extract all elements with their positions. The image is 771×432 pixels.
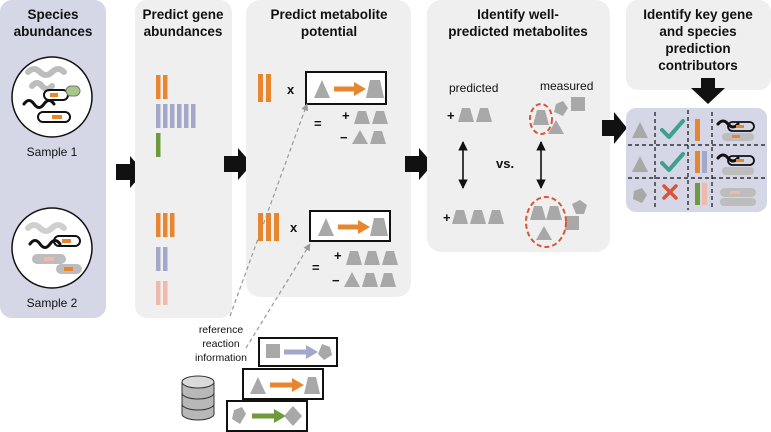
panel-4-title-line1: Identify well- [477, 7, 559, 22]
vs-label: vs. [496, 156, 514, 171]
panel-2-title-line2: abundances [144, 24, 223, 39]
gene-bar [266, 213, 271, 241]
gene-bar [258, 213, 263, 241]
gene-bars-sample-1 [156, 75, 196, 157]
sample-2-circle [11, 207, 93, 289]
gene-bar [266, 74, 271, 102]
times-sign: x [290, 220, 298, 235]
measured-upper-shapes [533, 97, 585, 134]
flow-arrow-3 [405, 148, 433, 180]
panel-5-title-line3: prediction [665, 41, 730, 56]
lower-result-shapes [344, 251, 398, 287]
reaction-box-lower [309, 210, 391, 242]
sample-1-label: Sample 1 [27, 145, 78, 159]
flow-arrow-4 [602, 112, 627, 144]
panel-5-title-line2: and species [659, 24, 736, 39]
reference-label-line1: reference [199, 324, 244, 336]
plus-sign: + [334, 248, 342, 263]
panel-5-title-line1: Identify key gene [643, 7, 753, 22]
minus-sign: − [332, 273, 340, 288]
reference-reaction-lavender [258, 337, 338, 367]
measured-label: measured [540, 79, 593, 93]
panel-predict-gene [135, 0, 232, 318]
measured-lower-shapes [530, 200, 587, 240]
panel-3-title-line1: Predict metabolite [270, 7, 388, 22]
reference-link-upper [229, 103, 309, 317]
panel-identify-metabolites [427, 0, 610, 252]
reference-reaction-orange [242, 368, 324, 400]
plus-sign: + [342, 108, 350, 123]
flow-arrow-2 [224, 148, 252, 180]
reference-label-line2: reaction [202, 338, 240, 350]
sample-1-circle [11, 56, 93, 138]
predicted-lower-shapes [452, 210, 504, 224]
panel-1-title-line1: Species [27, 7, 78, 22]
reference-reaction-green [226, 400, 308, 432]
equals-sign: = [314, 116, 322, 131]
gene-bars-sample-2 [156, 213, 175, 305]
highlight-circle-upper [529, 103, 553, 135]
panel-5-title-line4: contributors [658, 58, 738, 73]
panel-4-title-line2: predicted metabolites [448, 24, 588, 39]
reference-label-line3: information [195, 352, 247, 364]
panel-2-title-line1: Predict gene [142, 7, 224, 22]
plus-sign: + [447, 108, 455, 123]
gene-bar [258, 74, 263, 102]
sample-2-label: Sample 2 [27, 296, 78, 310]
panel-identify-contributors-header [626, 0, 771, 90]
down-arrow [691, 78, 725, 104]
upper-result-shapes [352, 111, 388, 144]
highlight-circle-lower [525, 196, 567, 248]
panel-3-title-line2: potential [301, 24, 357, 39]
reference-link-lower [245, 243, 311, 349]
times-sign: x [287, 82, 295, 97]
equals-sign: = [312, 260, 320, 275]
gene-bar [274, 213, 279, 241]
database-icon [181, 375, 215, 421]
minus-sign: − [340, 130, 348, 145]
plus-sign: + [443, 210, 451, 225]
predicted-label: predicted [449, 81, 498, 95]
panel-1-title-line2: abundances [14, 24, 93, 39]
predicted-upper-shapes [458, 108, 492, 122]
reaction-box-upper [305, 71, 387, 105]
contributors-grid [626, 108, 767, 212]
